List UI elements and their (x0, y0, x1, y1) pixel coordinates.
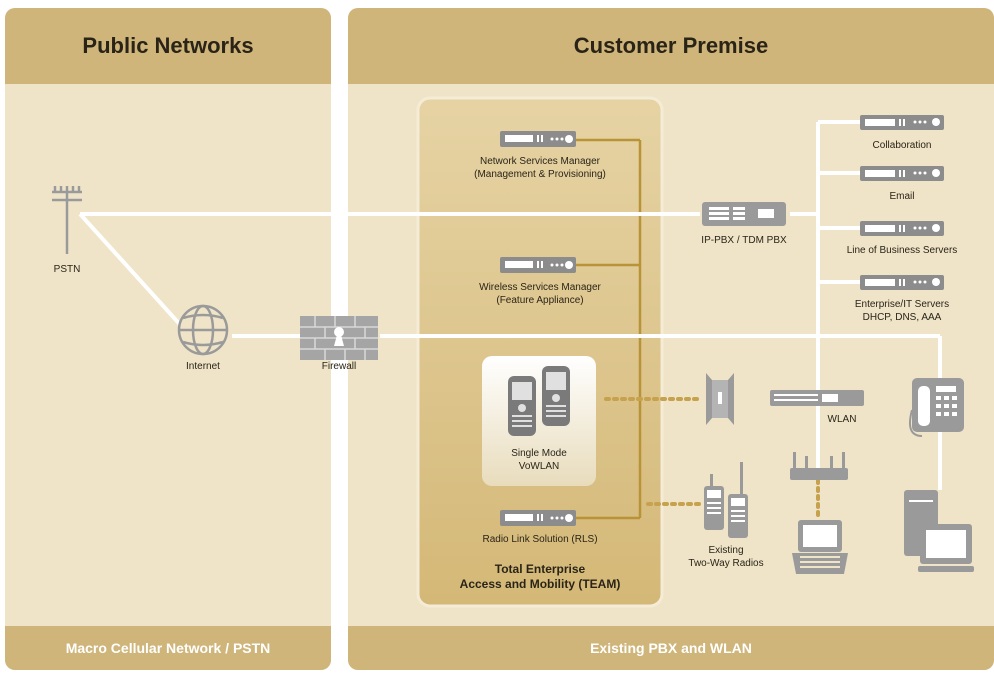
lob-label: Line of Business Servers (846, 245, 958, 256)
collaboration-server-icon (860, 115, 944, 130)
firewall-label: Firewall (321, 361, 357, 372)
enterprise-server-icon (860, 275, 944, 290)
pstn-label: PSTN (53, 264, 81, 275)
email-server-icon (860, 166, 944, 181)
public-networks-footer: Macro Cellular Network / PSTN (5, 626, 331, 670)
team-label-line1: Total Enterprise (494, 562, 586, 576)
public-networks-panel: Public Networks Macro Cellular Network /… (5, 8, 331, 670)
pbx-label: IP-PBX / TDM PBX (701, 235, 787, 246)
wsm-label-line2: (Feature Appliance) (496, 295, 584, 306)
backbone-lines (78, 120, 942, 490)
wsm-label-line1: Wireless Services Manager (479, 282, 601, 293)
wlan-label: WLAN (827, 414, 857, 425)
rls-label: Radio Link Solution (RLS) (482, 534, 598, 545)
radios-label-line2: Two-Way Radios (688, 558, 764, 569)
pstn-pole-icon (52, 186, 82, 254)
internet-label: Internet (186, 361, 220, 372)
two-way-radio-icon (704, 462, 748, 538)
vowlan-label-line1: Single Mode (511, 448, 567, 459)
firewall-icon (300, 316, 378, 360)
internet-globe-icon (177, 304, 229, 356)
customer-premise-title: Customer Premise (348, 8, 994, 84)
router-icon (790, 452, 848, 480)
team-bus (576, 138, 642, 520)
pbx-icon (702, 202, 786, 226)
radios-label-line1: Existing (708, 545, 744, 556)
desktop-computer-icon (904, 490, 974, 572)
team-box (416, 96, 664, 608)
wireless-links (604, 397, 820, 517)
team-label-line2: Access and Mobility (TEAM) (459, 577, 621, 591)
nsm-label-line2: (Management & Provisioning) (474, 169, 606, 180)
email-label: Email (889, 191, 915, 202)
customer-premise-footer: Existing PBX and WLAN (348, 626, 994, 670)
lob-server-icon (860, 221, 944, 236)
enterprise-label-line1: Enterprise/IT Servers (854, 299, 950, 310)
public-networks-title: Public Networks (5, 8, 331, 84)
collaboration-label: Collaboration (872, 140, 932, 151)
laptop-icon (792, 520, 848, 574)
vowlan-label-line2: VoWLAN (518, 461, 560, 472)
wsm-server-icon (500, 257, 576, 273)
nsm-label-line1: Network Services Manager (479, 156, 601, 167)
vowlan-handset-icon (508, 366, 570, 436)
enterprise-label-line2: DHCP, DNS, AAA (862, 312, 942, 323)
rls-server-icon (500, 510, 576, 526)
desk-phone-icon (909, 378, 964, 437)
access-point-icon (706, 373, 734, 425)
nsm-server-icon (500, 131, 576, 147)
wlan-switch-icon (770, 390, 864, 406)
